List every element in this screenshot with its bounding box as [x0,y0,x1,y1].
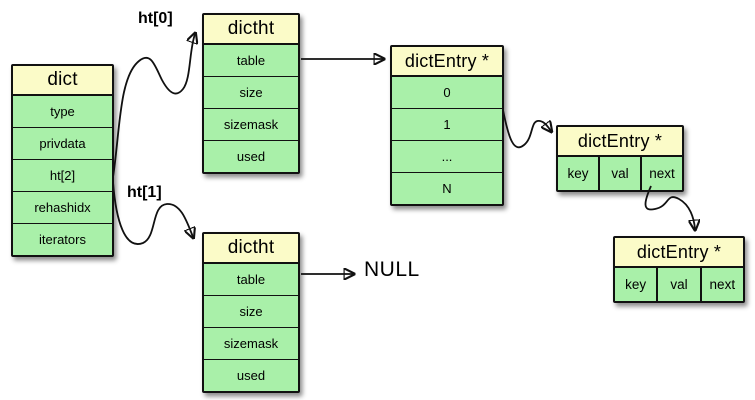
dict-entry-array-title: dictEntry * [392,47,502,77]
arrow-slot1-to-entry-node-1 [502,109,551,149]
dict-entry-2-key-cell: key [615,268,659,301]
dict-row-type: type [13,96,112,128]
dict-row-rehashidx: rehashidx [13,192,112,224]
null-label: NULL [364,258,420,281]
dictht-bottom-row-table: table [204,264,298,296]
dict-entry-2-next-cell: next [709,277,736,292]
dict-entry-1-key-cell: key [558,157,600,190]
dict-row-ht2: ht[2] [13,160,112,192]
dictht-top-row-used: used [236,149,266,164]
dictht-bottom-row-size: size [204,296,298,328]
dict-entry-2-val-cell: val [658,268,702,301]
dict-entry-array-slot-1: 1 [392,109,502,141]
ht1-label: ht[1] [127,184,162,201]
dict-box-title: dict [13,66,112,96]
dict-entry-2-title: dictEntry * [615,238,743,268]
dict-entry-array-slot-ellipsis: ... [392,141,502,173]
dict-row-privdata: privdata [13,128,112,160]
dict-entry-array-box: dictEntry * 0 1 ... N [390,45,504,206]
dict-row-iterators: iterators [39,232,86,247]
dictht-top-row-sizemask: sizemask [204,109,298,141]
dictht-bottom-row-sizemask: sizemask [204,328,298,360]
dict-entry-node-1: dictEntry * key val next [556,125,684,192]
dictht-top-row-size: size [204,77,298,109]
dict-entry-1-next-cell: next [649,166,675,181]
arrow-ht0-dict-to-dictht-top [112,34,195,178]
dictht-bottom-row-used: used [236,368,266,383]
dict-entry-array-slot-0: 0 [392,77,502,109]
dictht-top-row-table: table [204,45,298,77]
dictht-top-title: dictht [204,15,298,45]
dictht-top-box: dictht table size sizemask used [202,13,300,174]
dict-entry-array-slot-n: N [442,181,452,196]
dict-box: dict type privdata ht[2] rehashidx itera… [11,64,114,257]
arrow-next-to-entry-node-2 [644,185,695,229]
dict-entry-node-2: dictEntry * key val next [613,236,745,303]
dict-entry-1-val-cell: val [600,157,642,190]
dict-entry-1-title: dictEntry * [558,127,682,157]
ht0-label: ht[0] [138,10,173,27]
dictht-bottom-title: dictht [204,234,298,264]
dictht-bottom-box: dictht table size sizemask used [202,232,300,393]
